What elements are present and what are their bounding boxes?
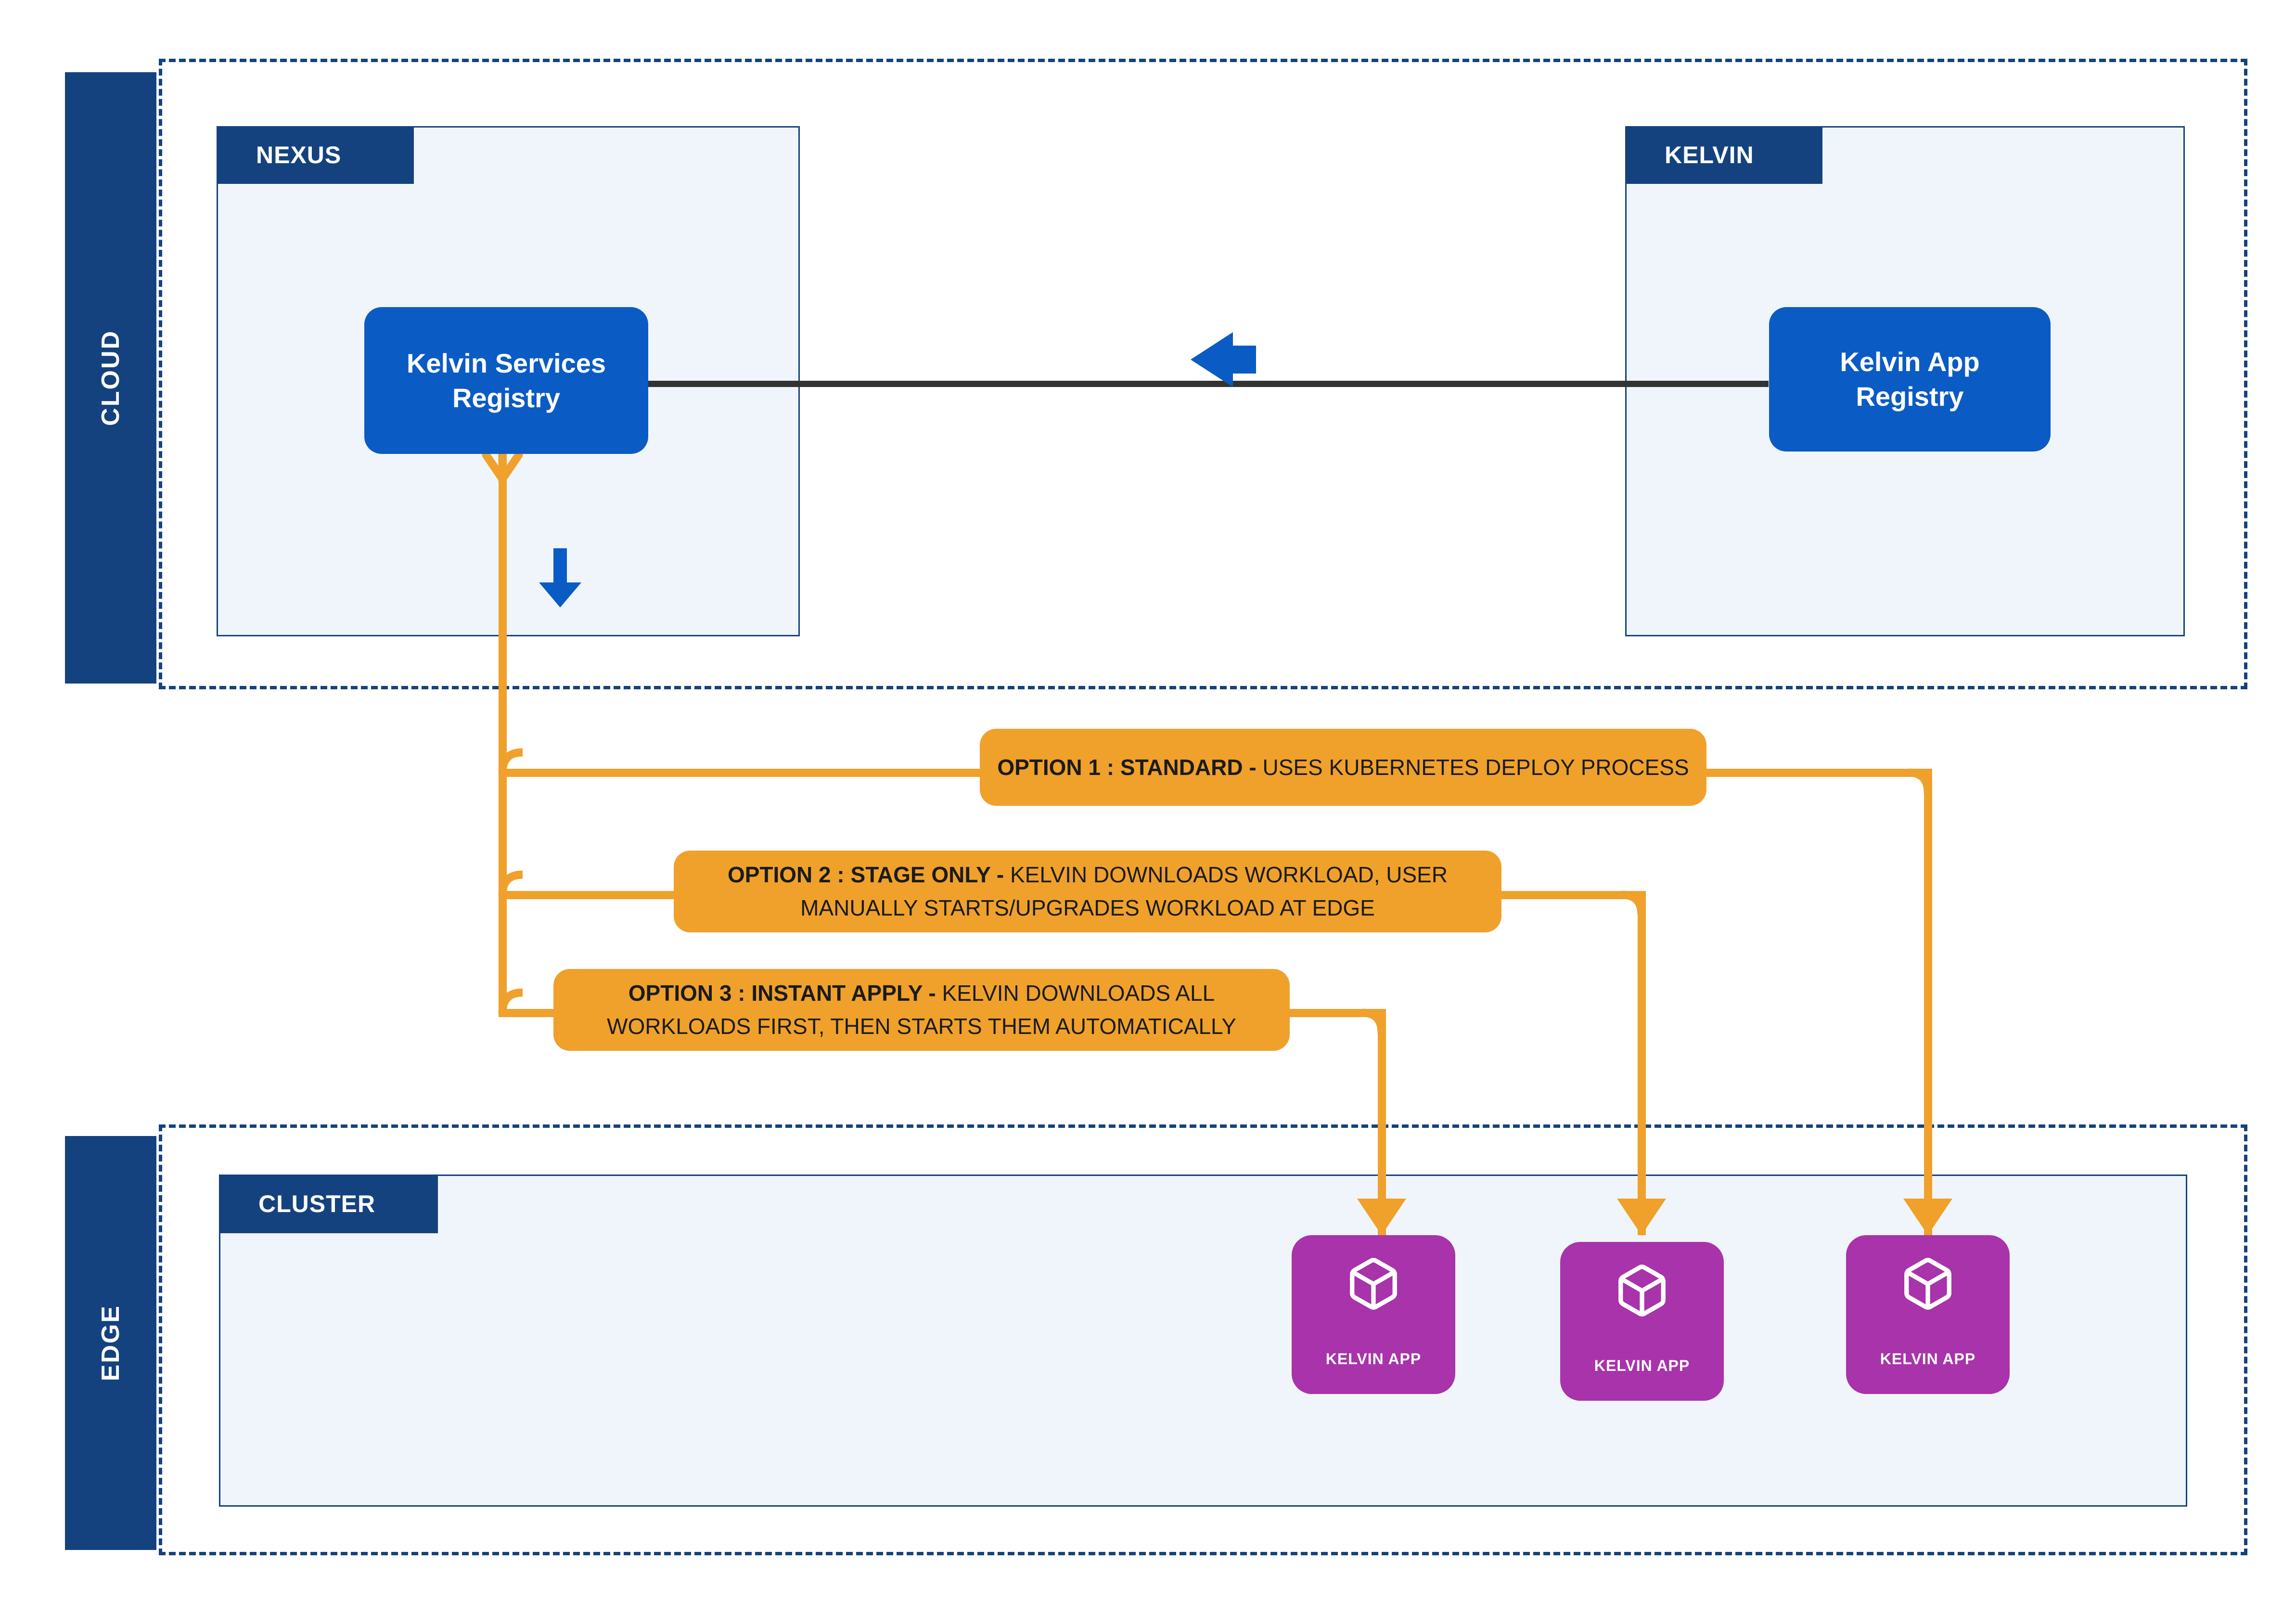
- node-kelvin-app-registry[interactable]: Kelvin App Registry: [1769, 307, 2051, 452]
- pill-option-1[interactable]: OPTION 1 : STANDARD - USES KUBERNETES DE…: [980, 729, 1706, 806]
- pill-option-2[interactable]: OPTION 2 : STAGE ONLY - KELVIN DOWNLOADS…: [674, 851, 1501, 932]
- pill-option-1-text: OPTION 1 : STANDARD - USES KUBERNETES DE…: [997, 751, 1689, 784]
- zone-cloud-label: CLOUD: [97, 330, 125, 426]
- zone-cloud-tab: CLOUD: [65, 72, 156, 684]
- node-kelvin-services-registry-text: Kelvin Services Registry: [407, 346, 606, 415]
- registry-line-2: Registry: [1856, 381, 1964, 412]
- zone-edge-label: EDGE: [97, 1304, 125, 1382]
- panel-nexus-label-box: NEXUS: [217, 126, 414, 184]
- registry-sync-line: [647, 381, 1769, 387]
- panel-nexus-label: NEXUS: [256, 142, 342, 168]
- panel-cluster-label-box: CLUSTER: [219, 1175, 438, 1233]
- connector-trunk-vertical: [499, 454, 507, 1017]
- cube-icon: [1904, 1258, 1951, 1310]
- node-kelvin-app-2-label: KELVIN APP: [1594, 1357, 1690, 1374]
- zone-edge-tab: EDGE: [65, 1136, 156, 1550]
- panel-kelvin-label: KELVIN: [1665, 142, 1754, 168]
- panel-kelvin-label-box: KELVIN: [1625, 126, 1822, 184]
- pill-option-3[interactable]: OPTION 3 : INSTANT APPLY - KELVIN DOWNLO…: [553, 969, 1290, 1051]
- connector-option1-right: [1689, 769, 1932, 777]
- node-kelvin-services-registry[interactable]: Kelvin Services Registry: [364, 307, 648, 454]
- pill-option-1-title: OPTION 1 : STANDARD -: [997, 754, 1263, 780]
- connector-option1-left: [499, 769, 980, 777]
- zone-edge: [159, 1124, 2247, 1555]
- node-kelvin-app-registry-text: Kelvin App Registry: [1840, 345, 1979, 413]
- registry-line-1: Kelvin Services: [406, 348, 606, 378]
- zone-cloud: [159, 59, 2247, 689]
- registry-line-2: Registry: [452, 382, 561, 413]
- pill-option-2-text: OPTION 2 : STAGE ONLY - KELVIN DOWNLOADS…: [688, 858, 1487, 925]
- node-kelvin-app-1-label: KELVIN APP: [1325, 1350, 1422, 1368]
- pill-option-2-desc: KELVIN DOWNLOADS WORKLOAD, USER MANUALLY…: [800, 862, 1448, 920]
- node-kelvin-app-2[interactable]: KELVIN APP: [1560, 1242, 1724, 1401]
- connector-option2-down: [1638, 891, 1646, 1235]
- connector-option1-down: [1924, 769, 1932, 1236]
- cube-icon: [1618, 1265, 1666, 1317]
- pill-option-3-title: OPTION 3 : INSTANT APPLY -: [628, 981, 942, 1006]
- cube-icon: [1350, 1258, 1397, 1310]
- connector-option3-down: [1378, 1009, 1386, 1235]
- node-kelvin-app-3-label: KELVIN APP: [1880, 1350, 1976, 1368]
- pill-option-2-title: OPTION 2 : STAGE ONLY -: [727, 862, 1010, 887]
- pill-option-1-desc: USES KUBERNETES DEPLOY PROCESS: [1262, 754, 1689, 780]
- node-kelvin-app-3[interactable]: KELVIN APP: [1846, 1235, 2010, 1394]
- node-kelvin-app-1[interactable]: KELVIN APP: [1292, 1235, 1455, 1394]
- panel-cluster-label: CLUSTER: [258, 1190, 376, 1217]
- connector-option2-left: [499, 891, 703, 899]
- registry-line-1: Kelvin App: [1840, 347, 1980, 377]
- pill-option-3-text: OPTION 3 : INSTANT APPLY - KELVIN DOWNLO…: [568, 977, 1275, 1043]
- pill-option-3-desc: KELVIN DOWNLOADS ALL WORKLOADS FIRST, TH…: [607, 981, 1236, 1039]
- connector-option3-right: [1280, 1009, 1386, 1017]
- connector-option2-right: [1492, 891, 1646, 899]
